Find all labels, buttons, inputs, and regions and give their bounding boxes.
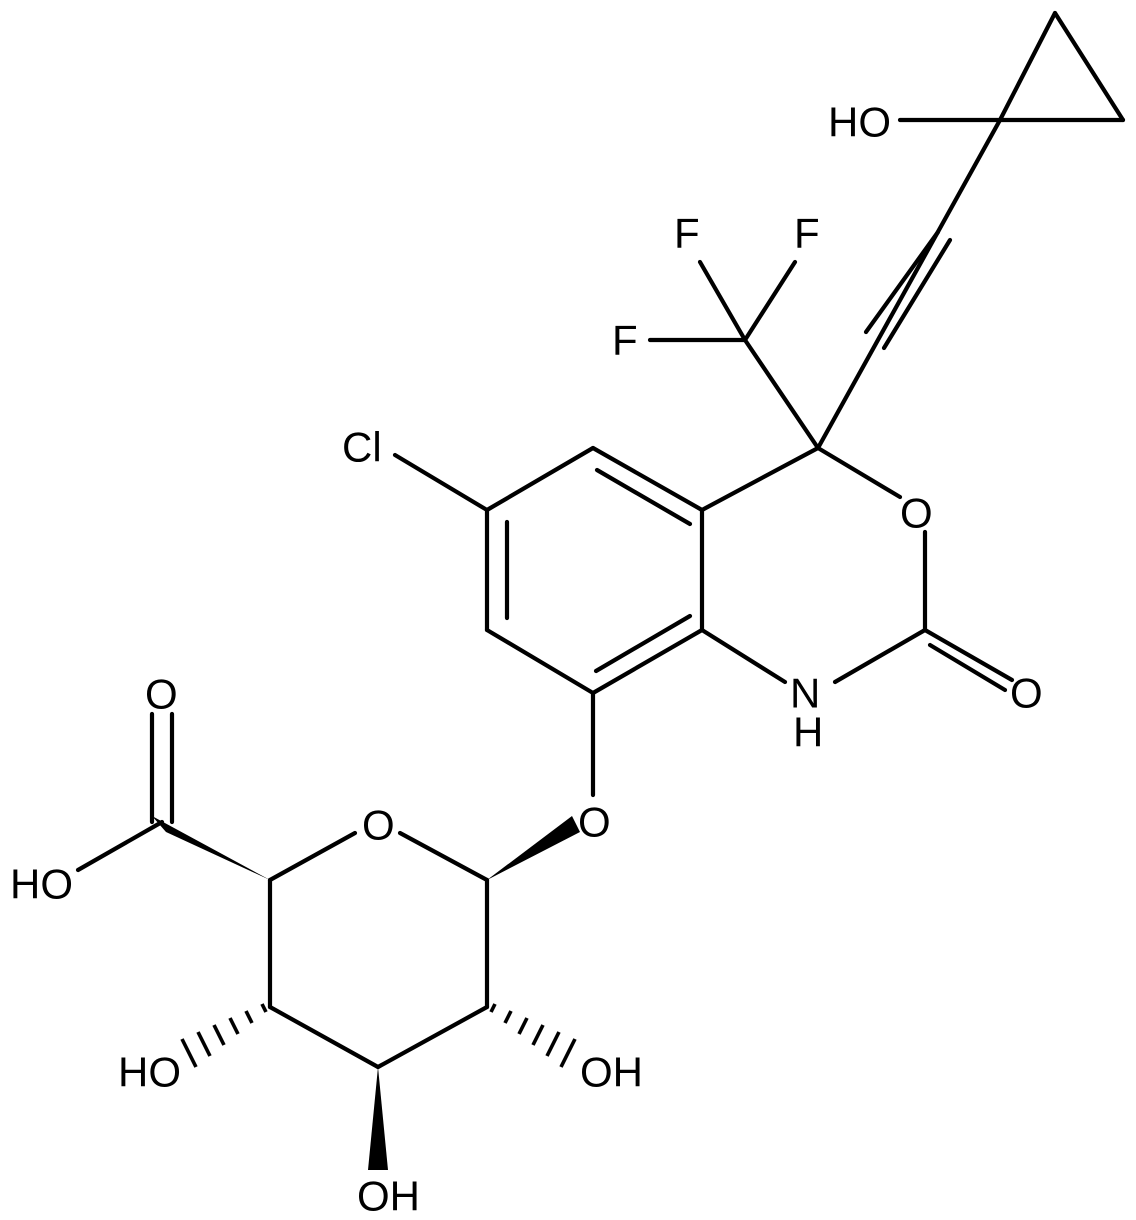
- bond: [392, 452, 490, 513]
- atom-label-f: F: [674, 210, 700, 257]
- atom-label-nitrogen: N: [790, 670, 820, 717]
- bond: [593, 613, 693, 674]
- stereo-wedge: [487, 816, 580, 880]
- stereo-wedge: [368, 1067, 388, 1170]
- bond: [590, 445, 705, 513]
- bond: [697, 259, 748, 343]
- bond: [742, 337, 821, 451]
- bond: [267, 830, 358, 883]
- label-layer: Cl F F F HO O O N H O O O HO HO OH OH: [10, 99, 1043, 1220]
- bond: [881, 237, 953, 351]
- atom-label-hydroxyl: OH: [357, 1173, 420, 1220]
- stereo-layer: [152, 816, 580, 1170]
- atom-label-hydroxyl: OH: [580, 1049, 643, 1096]
- bond: [594, 467, 693, 527]
- atom-label-hydroxyl: HO: [10, 861, 73, 908]
- bond: [815, 445, 903, 500]
- bond: [699, 627, 788, 685]
- bond: [815, 117, 1003, 451]
- atom-label-hydroxyl: HO: [118, 1049, 181, 1096]
- atom-label-oxygen: O: [1010, 670, 1043, 717]
- bond-layer: [75, 10, 1126, 1070]
- stereo-hash: [489, 1003, 577, 1068]
- bond: [75, 819, 165, 873]
- bond: [484, 627, 596, 696]
- bond: [832, 627, 928, 685]
- bond: [922, 627, 1015, 683]
- atom-label-f: F: [612, 317, 638, 364]
- bond: [997, 10, 1058, 123]
- atom-label-oxygen: O: [578, 799, 611, 846]
- atom-label-cl: Cl: [342, 424, 382, 471]
- bond: [590, 627, 705, 696]
- bond: [484, 445, 596, 513]
- stereo-wedge: [152, 816, 270, 880]
- bond: [375, 1004, 490, 1070]
- bond: [742, 259, 798, 343]
- atom-label-f: F: [794, 210, 820, 257]
- atom-label-oxygen: O: [362, 802, 395, 849]
- bond: [699, 445, 821, 513]
- bond: [267, 1004, 381, 1070]
- bond: [927, 642, 1008, 693]
- stereo-hash: [180, 1003, 268, 1068]
- atom-label-oxygen: O: [145, 671, 178, 718]
- bond: [1052, 10, 1126, 123]
- bond: [863, 229, 941, 335]
- bond: [397, 830, 490, 883]
- atom-label-hydrogen: H: [793, 709, 823, 756]
- atom-label-oxygen: O: [900, 490, 933, 537]
- atom-label-hydroxyl: HO: [828, 99, 891, 146]
